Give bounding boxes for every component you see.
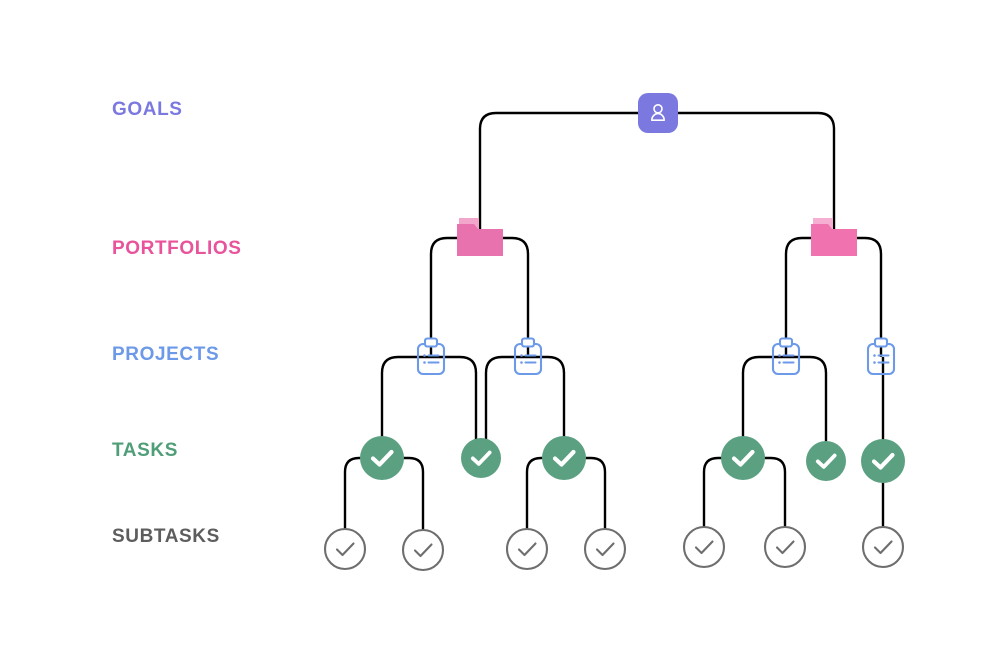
task-node[interactable] bbox=[861, 439, 905, 483]
task-node[interactable] bbox=[461, 438, 501, 478]
clipboard-list-icon bbox=[866, 337, 896, 376]
task-node[interactable] bbox=[806, 441, 846, 481]
edge-layer bbox=[343, 111, 885, 550]
project-node[interactable] bbox=[866, 337, 896, 376]
connector-edge bbox=[429, 236, 480, 357]
clipboard-list-icon bbox=[771, 337, 801, 376]
subtask-node[interactable] bbox=[763, 525, 807, 569]
connector-edge bbox=[741, 355, 786, 458]
connector-edge bbox=[528, 355, 566, 458]
portfolio-node[interactable] bbox=[811, 218, 857, 256]
goal-node[interactable] bbox=[638, 93, 678, 133]
tier-label-goals-text: GOALS bbox=[112, 99, 183, 121]
subtask-node[interactable] bbox=[861, 525, 905, 569]
node-layer bbox=[323, 93, 905, 572]
check-circle-outline-icon bbox=[401, 528, 445, 572]
tier-label-subtasks-text: SUBTASKS bbox=[112, 526, 220, 548]
subtask-node[interactable] bbox=[682, 525, 726, 569]
check-circle-outline-icon bbox=[505, 527, 549, 571]
project-node[interactable] bbox=[771, 337, 801, 376]
connector-edge bbox=[484, 355, 528, 458]
clipboard-list-icon bbox=[513, 337, 543, 376]
connector-edge bbox=[382, 456, 425, 550]
tier-label-tasks-text: TASKS bbox=[112, 440, 178, 462]
subtask-node[interactable] bbox=[323, 527, 367, 571]
connector-edge bbox=[480, 236, 530, 357]
tier-label-projects-text: PROJECTS bbox=[112, 344, 220, 366]
connector-edge bbox=[343, 456, 382, 549]
task-node[interactable] bbox=[721, 436, 765, 480]
check-circle-filled-icon bbox=[806, 441, 846, 481]
portfolio-node[interactable] bbox=[457, 218, 503, 256]
check-circle-filled-icon bbox=[542, 436, 586, 480]
check-circle-filled-icon bbox=[360, 436, 404, 480]
subtask-node[interactable] bbox=[505, 527, 549, 571]
project-node[interactable] bbox=[416, 337, 446, 376]
connector-edge bbox=[658, 111, 836, 238]
connector-edge bbox=[786, 355, 828, 461]
subtask-node[interactable] bbox=[583, 527, 627, 571]
connector-edge bbox=[834, 236, 883, 357]
check-circle-filled-icon bbox=[721, 436, 765, 480]
check-circle-outline-icon bbox=[323, 527, 367, 571]
person-icon bbox=[651, 104, 665, 121]
connector-edge bbox=[743, 456, 787, 547]
connector-edge bbox=[380, 355, 431, 458]
project-node[interactable] bbox=[513, 337, 543, 376]
tier-label-subtasks: SUBTASKS bbox=[112, 526, 220, 548]
folder-icon bbox=[457, 218, 503, 256]
check-circle-outline-icon bbox=[763, 525, 807, 569]
folder-icon bbox=[811, 218, 857, 256]
connector-edge bbox=[702, 456, 743, 547]
clipboard-list-icon bbox=[416, 337, 446, 376]
tier-label-goals: GOALS bbox=[112, 99, 183, 121]
tier-label-tasks: TASKS bbox=[112, 440, 178, 462]
connector-edge bbox=[564, 456, 607, 549]
tier-label-projects: PROJECTS bbox=[112, 344, 219, 366]
tier-label-portfolios-text: PORTFOLIOS bbox=[112, 238, 242, 260]
check-circle-outline-icon bbox=[861, 525, 905, 569]
connector-edge bbox=[478, 111, 658, 238]
connector-edge bbox=[525, 456, 564, 549]
check-circle-outline-icon bbox=[682, 525, 726, 569]
check-circle-filled-icon bbox=[861, 439, 905, 483]
check-circle-outline-icon bbox=[583, 527, 627, 571]
subtask-node[interactable] bbox=[401, 528, 445, 572]
connector-edge bbox=[784, 236, 834, 357]
tier-label-portfolios: PORTFOLIOS bbox=[112, 238, 242, 260]
connector-edge bbox=[431, 355, 478, 458]
task-node[interactable] bbox=[360, 436, 404, 480]
check-circle-filled-icon bbox=[461, 438, 501, 478]
task-node[interactable] bbox=[542, 436, 586, 480]
